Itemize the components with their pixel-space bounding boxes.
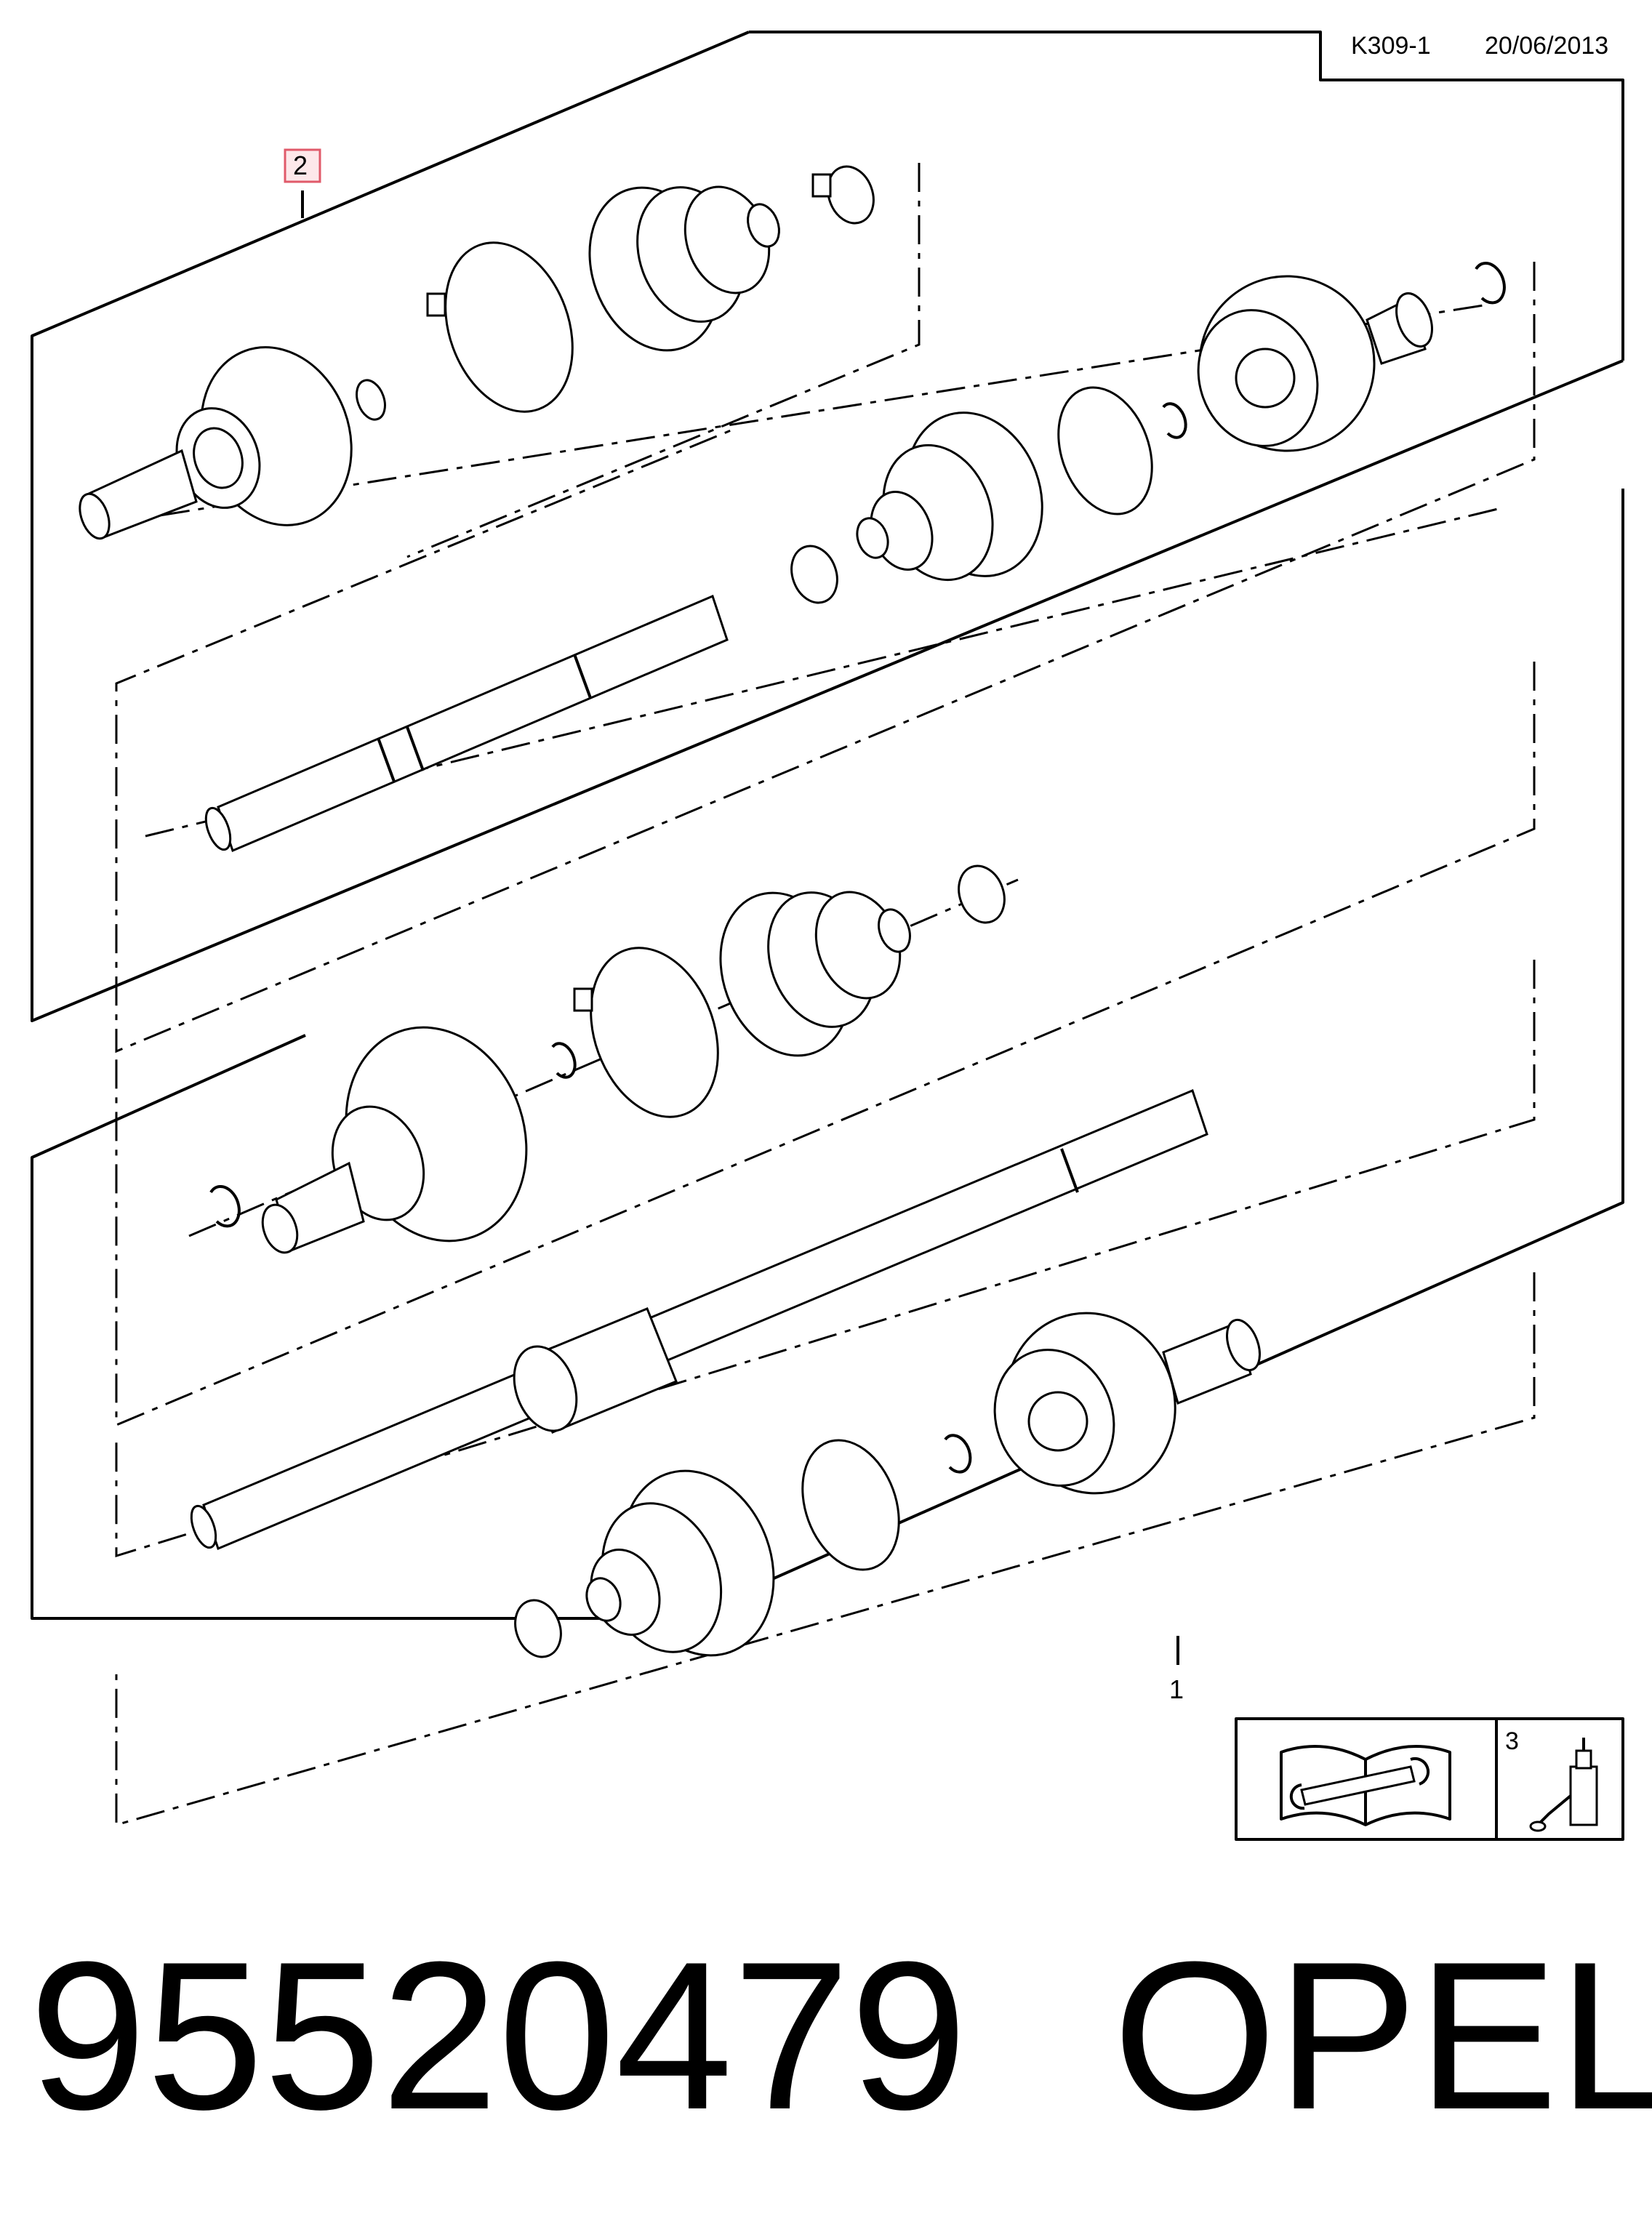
circlip-upper-right: [1475, 262, 1506, 305]
repair-manual-icon: [1280, 1745, 1451, 1826]
callout-1[interactable]: 1: [1169, 1636, 1184, 1704]
boot-upper-inner: [856, 412, 1043, 582]
callout-2-label: 2: [293, 150, 308, 180]
inner-tripod-joint-lower: [993, 1312, 1261, 1495]
lower-dash-zone-c: [115, 1272, 1536, 1826]
circlip-lower-mid: [944, 1434, 972, 1474]
legend-box: 3: [1235, 1717, 1624, 1841]
boot-lower-inner: [585, 1469, 775, 1657]
clamp-ring-upper-large: [444, 241, 574, 413]
callout-3-label: 3: [1505, 1727, 1519, 1755]
drive-shaft-upper: [204, 594, 729, 853]
small-clamp-upper: [811, 165, 875, 225]
part-number: 95520479: [29, 1918, 968, 2153]
boot-upper-outer: [588, 185, 780, 352]
callout-2-highlight: [284, 148, 321, 183]
circlip-upper-mid: [1162, 402, 1187, 439]
lower-assembly-outline: [31, 489, 1624, 1620]
clamp-tab-lower: [573, 987, 593, 1012]
clamp-ring-lower-large: [590, 947, 719, 1118]
clamp-tab: [426, 292, 446, 317]
diagram-date: 20/06/2013: [1485, 32, 1608, 60]
lower-dash-zone-b: [115, 960, 1536, 1558]
clamp-ring-upper-inner: [1057, 386, 1153, 515]
grease-bottle-icon: [1529, 1738, 1598, 1832]
callout-1-label: 1: [1169, 1674, 1184, 1704]
outer-cv-joint-lower: [261, 1026, 528, 1254]
small-clamp-lower: [958, 864, 1006, 924]
inner-tripod-joint-upper: [1197, 275, 1433, 452]
outer-cv-joint-upper: [79, 346, 386, 540]
brand-name: OPEL: [1112, 1918, 1652, 2153]
lower-dash-zone-a: [115, 662, 1536, 1427]
small-clamp-upper-inner: [790, 545, 838, 604]
callout-2[interactable]: 2: [284, 148, 321, 218]
upper-assembly-outline: [31, 31, 1624, 1022]
boot-lower-outer: [719, 891, 911, 1057]
drive-shaft-lower: [190, 1088, 1208, 1551]
header-frame: K309-1 20/06/2013: [749, 31, 1624, 361]
circlip-lower-upper: [551, 1042, 577, 1079]
small-clamp-lower-inner: [514, 1599, 562, 1658]
upper-dash-zone-a: [406, 163, 921, 558]
upper-dash-zone-b: [115, 262, 1536, 1053]
clamp-ring-lower-inner: [801, 1439, 900, 1571]
diagram-code: K309-1: [1351, 32, 1431, 60]
circlip-lower-left: [209, 1185, 241, 1228]
